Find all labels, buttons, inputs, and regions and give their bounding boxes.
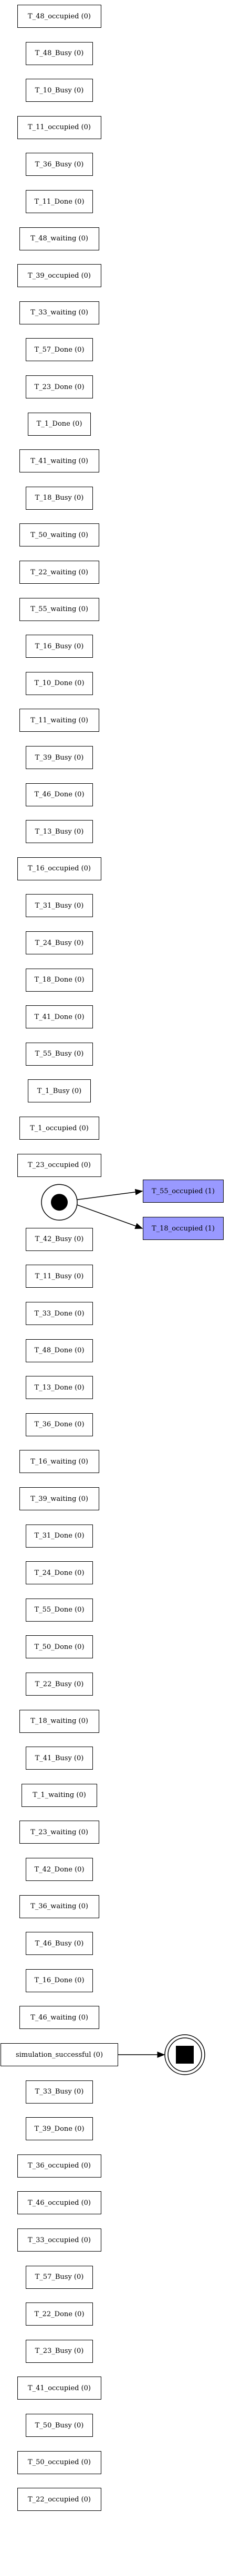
state-node-t-41-waiting: T_41_waiting (0)	[19, 449, 99, 473]
state-node-t-36-done: T_36_Done (0)	[26, 1413, 93, 1436]
state-node-t-46-done: T_46_Done (0)	[26, 783, 93, 806]
state-node-t-39-occupied: T_39_occupied (0)	[17, 264, 101, 288]
state-node-t-23-occupied: T_23_occupied (0)	[17, 1153, 101, 1177]
state-node-t-50-waiting: T_50_waiting (0)	[19, 523, 99, 547]
state-node-t-13-done: T_13_Done (0)	[26, 1376, 93, 1400]
state-node-t-57-done: T_57_Done (0)	[26, 338, 93, 362]
state-node-t-41-occupied: T_41_occupied (0)	[17, 2377, 101, 2400]
state-node-t-24-done: T_24_Done (0)	[26, 1561, 93, 1585]
state-node-t-50-occupied: T_50_occupied (0)	[17, 2451, 101, 2474]
state-node-t-36-busy: T_36_Busy (0)	[26, 153, 93, 176]
state-node-t-18-done: T_18_Done (0)	[26, 968, 93, 992]
state-node-t-48-done: T_48_Done (0)	[26, 1339, 93, 1362]
state-node-t-23-waiting: T_23_waiting (0)	[19, 1821, 99, 1844]
edge-start-to-active-2	[77, 1204, 143, 1229]
state-node-t-31-done: T_31_Done (0)	[26, 1524, 93, 1548]
state-node-simulation-successful: simulation_successful (0)	[1, 2043, 118, 2066]
state-node-t-18-busy: T_18_Busy (0)	[26, 486, 93, 510]
state-node-t-33-done: T_33_Done (0)	[26, 1302, 93, 1325]
state-node-t-55-busy: T_55_Busy (0)	[26, 1042, 93, 1066]
state-node-t-11-waiting: T_11_waiting (0)	[19, 709, 99, 732]
state-node-t-23-done: T_23_Done (0)	[26, 375, 93, 398]
state-node-t-36-waiting: T_36_waiting (0)	[19, 1895, 99, 1918]
state-node-t-48-busy: T_48_Busy (0)	[26, 41, 93, 65]
state-node-t-33-occupied: T_33_occupied (0)	[17, 2228, 101, 2252]
state-node-t-42-done: T_42_Done (0)	[26, 1858, 93, 1881]
initial-state-icon	[41, 1184, 78, 1221]
state-node-t-24-busy: T_24_Busy (0)	[26, 931, 93, 954]
active-node-t-18-occupied: T_18_occupied (1)	[143, 1217, 224, 1240]
final-state-icon	[164, 2034, 205, 2075]
state-node-t-1-waiting: T_1_waiting (0)	[22, 1783, 97, 1807]
state-node-t-39-done: T_39_Done (0)	[26, 2117, 93, 2141]
state-node-t-50-busy: T_50_Busy (0)	[26, 2414, 93, 2437]
state-node-t-41-busy: T_41_Busy (0)	[26, 1747, 93, 1770]
state-node-t-22-done: T_22_Done (0)	[26, 2302, 93, 2326]
state-node-t-46-busy: T_46_Busy (0)	[26, 1932, 93, 1955]
state-node-t-33-busy: T_33_Busy (0)	[26, 2080, 93, 2104]
state-node-t-48-occupied: T_48_occupied (0)	[17, 5, 101, 28]
state-node-t-50-done: T_50_Done (0)	[26, 1635, 93, 1659]
state-node-t-18-waiting: T_18_waiting (0)	[19, 1709, 99, 1733]
state-node-t-11-done: T_11_Done (0)	[26, 190, 93, 213]
state-node-t-46-occupied: T_46_occupied (0)	[17, 2191, 101, 2215]
state-node-t-22-occupied: T_22_occupied (0)	[17, 2488, 101, 2511]
state-node-t-16-busy: T_16_Busy (0)	[26, 635, 93, 658]
state-node-t-31-busy: T_31_Busy (0)	[26, 894, 93, 918]
state-node-t-11-busy: T_11_Busy (0)	[26, 1265, 93, 1288]
state-node-t-10-done: T_10_Done (0)	[26, 671, 93, 695]
state-node-t-11-occupied: T_11_occupied (0)	[17, 115, 101, 139]
state-node-t-46-waiting: T_46_waiting (0)	[19, 2006, 99, 2030]
edge-start-to-active-1	[77, 1189, 143, 1200]
state-node-t-23-busy: T_23_Busy (0)	[26, 2339, 93, 2363]
active-node-t-55-occupied: T_55_occupied (1)	[143, 1180, 224, 1203]
state-node-t-16-done: T_16_Done (0)	[26, 1969, 93, 1992]
state-node-t-48-waiting: T_48_waiting (0)	[19, 227, 99, 250]
state-node-t-41-done: T_41_Done (0)	[26, 1005, 93, 1029]
state-node-t-10-busy: T_10_Busy (0)	[26, 79, 93, 102]
state-node-t-55-waiting: T_55_waiting (0)	[19, 597, 99, 621]
state-node-t-1-done: T_1_Done (0)	[28, 412, 91, 436]
state-node-t-1-busy: T_1_Busy (0)	[28, 1079, 91, 1103]
state-node-t-42-busy: T_42_Busy (0)	[26, 1227, 93, 1251]
state-node-t-22-busy: T_22_Busy (0)	[26, 1673, 93, 1696]
state-node-t-16-waiting: T_16_waiting (0)	[19, 1450, 99, 1474]
state-node-t-39-busy: T_39_Busy (0)	[26, 746, 93, 769]
state-node-t-33-waiting: T_33_waiting (0)	[19, 301, 99, 324]
state-node-t-22-waiting: T_22_waiting (0)	[19, 561, 99, 584]
state-node-t-39-waiting: T_39_waiting (0)	[19, 1487, 99, 1510]
state-node-t-13-busy: T_13_Busy (0)	[26, 820, 93, 844]
state-node-t-1-occupied: T_1_occupied (0)	[19, 1117, 99, 1140]
state-node-t-36-occupied: T_36_occupied (0)	[17, 2154, 101, 2178]
state-node-t-55-done: T_55_Done (0)	[26, 1598, 93, 1622]
state-node-t-16-occupied: T_16_occupied (0)	[17, 857, 101, 880]
state-node-t-57-busy: T_57_Busy (0)	[26, 2265, 93, 2289]
